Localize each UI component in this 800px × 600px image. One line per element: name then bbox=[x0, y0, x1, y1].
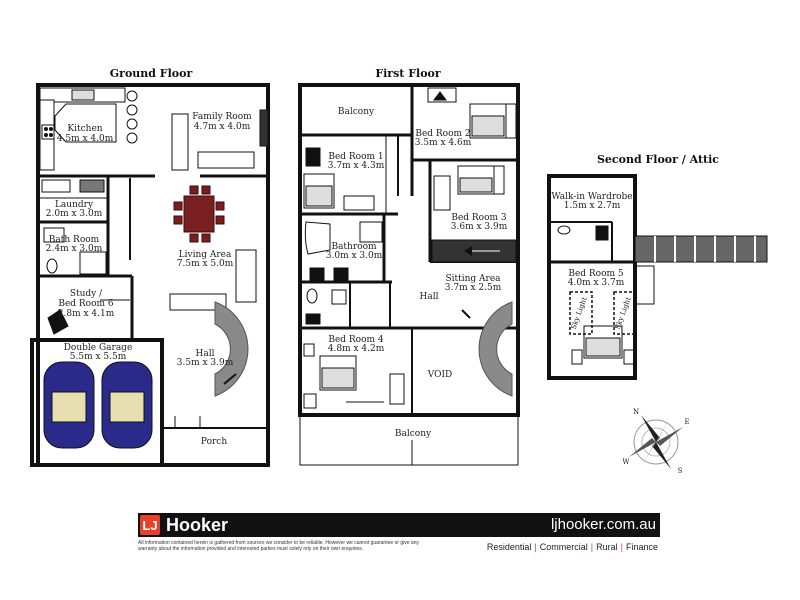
wardrobe-size: 1.5m x 2.7m bbox=[564, 201, 621, 211]
compass-n: N bbox=[633, 408, 639, 416]
first-floor-plan bbox=[298, 83, 520, 466]
bed-room-5-label: Bed Room 5 bbox=[568, 269, 624, 279]
brand-name: Hooker bbox=[166, 515, 229, 535]
bed-room-3-label: Bed Room 3 bbox=[451, 213, 507, 223]
compass-w: W bbox=[622, 458, 630, 466]
bathroom-label: Bathroom bbox=[331, 242, 377, 252]
bed-room-4-label: Bed Room 4 bbox=[328, 335, 384, 345]
living-area-label: Living Area bbox=[179, 250, 232, 260]
bath-room-size: 2.4m x 3.0m bbox=[46, 244, 103, 254]
kitchen-label: Kitchen bbox=[67, 124, 102, 134]
study-label: Study / bbox=[70, 289, 103, 299]
skylight-right-label: Sky Light bbox=[614, 296, 633, 331]
logo-mark: LJ bbox=[142, 517, 158, 533]
bed-room-3-size: 3.6m x 3.9m bbox=[451, 222, 508, 232]
website-link[interactable]: ljhooker.com.au bbox=[550, 516, 656, 533]
void-label: VOID bbox=[427, 370, 453, 380]
skylight-left-label: Sky Light bbox=[570, 296, 589, 331]
study-size: 2.8m x 4.1m bbox=[58, 309, 115, 319]
car-right bbox=[101, 361, 153, 449]
service-rural: Rural bbox=[596, 542, 618, 552]
bed-room-2-label: Bed Room 2 bbox=[415, 129, 470, 139]
bed-room-1-label: Bed Room 1 bbox=[328, 152, 383, 162]
ground-floor-plan bbox=[30, 83, 270, 467]
car-left bbox=[43, 361, 95, 449]
dining-table bbox=[173, 185, 225, 243]
compass-e: E bbox=[684, 418, 689, 426]
compass-rose-icon bbox=[629, 415, 683, 469]
laundry-label: Laundry bbox=[55, 200, 94, 210]
brand-banner bbox=[138, 513, 660, 537]
lj-logo-icon: LJ bbox=[140, 515, 160, 535]
first-floor-title: First Floor bbox=[375, 67, 441, 80]
ground-floor-title: Ground Floor bbox=[110, 67, 193, 80]
first-hall-label: Hall bbox=[420, 292, 439, 302]
first-floor-stairs bbox=[431, 239, 517, 397]
bed-room-1-size: 3.7m x 4.3m bbox=[328, 161, 385, 171]
bath-room-label: Bath Room bbox=[49, 235, 100, 245]
family-room-label: Family Room bbox=[192, 112, 252, 122]
compass-s: S bbox=[678, 467, 683, 475]
bathroom-size: 3.0m x 3.0m bbox=[326, 251, 383, 261]
garage-label: Double Garage bbox=[64, 343, 133, 353]
balcony-top-label: Balcony bbox=[338, 107, 375, 117]
kitchen-size: 4.5m x 4.0m bbox=[57, 134, 114, 144]
second-floor-title: Second Floor / Attic bbox=[597, 153, 719, 166]
garage-size: 5.5m x 5.5m bbox=[70, 352, 127, 362]
bed-room-6-label: Bed Room 6 bbox=[58, 299, 114, 309]
service-residential: Residential bbox=[486, 542, 532, 552]
disclaimer-text: All information contained herein is gath… bbox=[138, 540, 419, 552]
bed-room-2-size: 3.5m x 4.6m bbox=[415, 138, 472, 148]
wardrobe-label: Walk-in Wardrobe bbox=[551, 192, 632, 202]
services-list: Residential|Commercial|Rural|Finance bbox=[486, 542, 658, 552]
sitting-area-label: Sitting Area bbox=[445, 274, 501, 284]
service-finance: Finance bbox=[625, 542, 658, 552]
porch-label: Porch bbox=[201, 437, 227, 447]
bed-room-4-size: 4.8m x 4.2m bbox=[328, 344, 385, 354]
ground-hall-size: 3.5m x 3.9m bbox=[177, 358, 234, 368]
ground-staircase bbox=[214, 301, 249, 397]
balcony-bottom-label: Balcony bbox=[395, 429, 432, 439]
sitting-area-size: 3.7m x 2.5m bbox=[445, 283, 502, 293]
family-room-size: 4.7m x 4.0m bbox=[194, 122, 251, 132]
bed-room-5-size: 4.0m x 3.7m bbox=[568, 278, 625, 288]
ground-hall-label: Hall bbox=[196, 349, 215, 359]
living-area-size: 7.5m x 5.0m bbox=[177, 259, 234, 269]
laundry-size: 2.0m x 3.0m bbox=[46, 209, 103, 219]
second-floor-plan bbox=[547, 174, 768, 380]
service-commercial: Commercial bbox=[539, 542, 588, 552]
